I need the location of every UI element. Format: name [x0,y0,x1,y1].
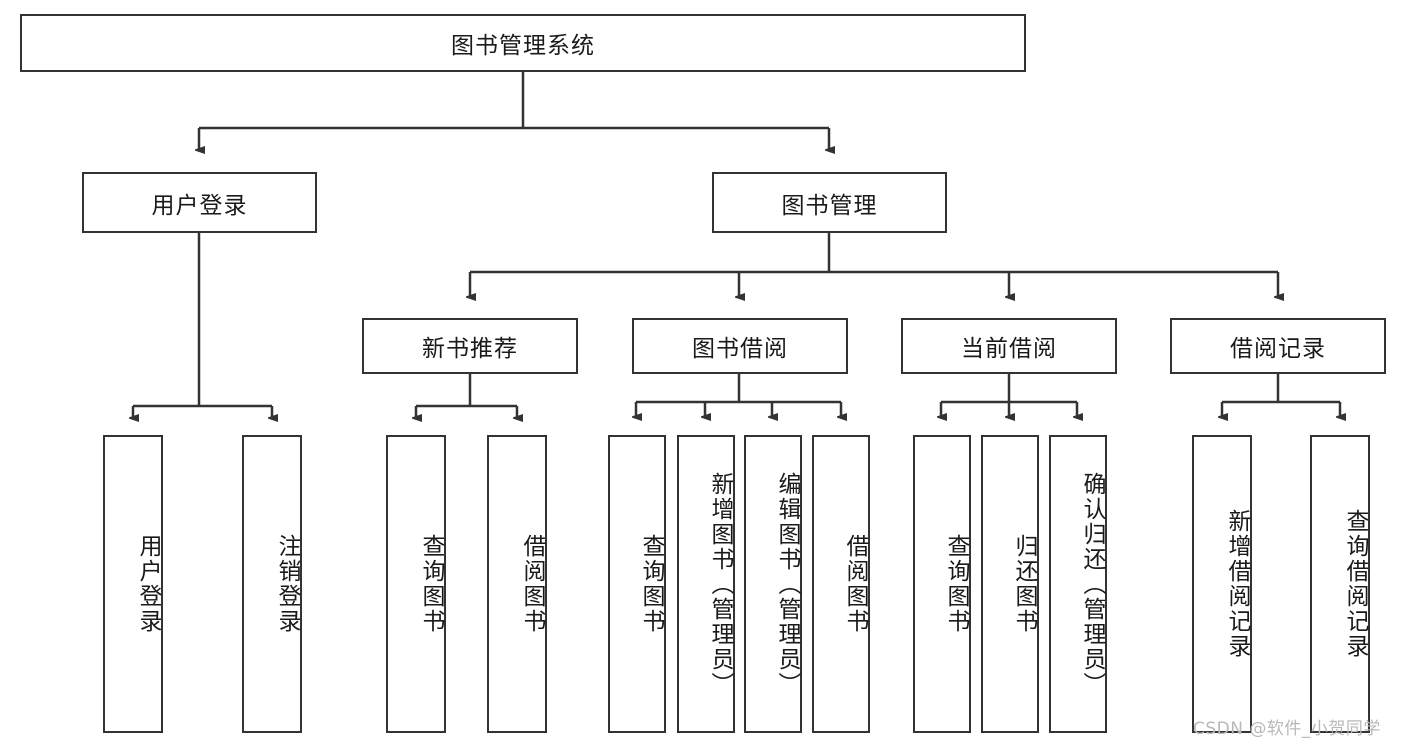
leaf-borrow-add-book-admin[interactable]: 新增图书（管理员） [677,435,735,733]
leaf-current-return-book[interactable]: 归还图书 [981,435,1039,733]
leaf-new-book-borrow[interactable]: 借阅图书 [487,435,547,733]
leaf-label: 确认归还（管理员） [1079,471,1105,697]
leaf-label: 编辑图书（管理员） [774,471,800,697]
leaf-borrow-query-book[interactable]: 查询图书 [608,435,666,733]
node-new-book-recommend-label: 新书推荐 [422,336,518,362]
node-current-borrow-label: 当前借阅 [961,336,1057,362]
node-new-book-recommend[interactable]: 新书推荐 [362,318,578,374]
node-book-borrow[interactable]: 图书借阅 [632,318,848,374]
leaf-label: 查询借阅记录 [1342,509,1368,659]
node-user-login[interactable]: 用户登录 [82,172,317,233]
node-user-login-label: 用户登录 [151,192,248,219]
leaf-user-login-logout[interactable]: 注销登录 [242,435,302,733]
leaf-label: 查询图书 [943,534,969,634]
node-book-borrow-label: 图书借阅 [692,336,788,362]
leaf-current-confirm-return-admin[interactable]: 确认归还（管理员） [1049,435,1107,733]
csdn-watermark: CSDN @软件_小贺同学 [1193,719,1381,739]
leaf-label: 查询图书 [638,534,664,634]
node-book-management[interactable]: 图书管理 [712,172,947,233]
leaf-label: 归还图书 [1011,534,1037,634]
leaf-user-login-login[interactable]: 用户登录 [103,435,163,733]
node-borrow-record[interactable]: 借阅记录 [1170,318,1386,374]
leaf-record-query-record[interactable]: 查询借阅记录 [1310,435,1370,733]
leaf-current-query-book[interactable]: 查询图书 [913,435,971,733]
leaf-label: 新增图书（管理员） [707,471,733,697]
leaf-new-book-query[interactable]: 查询图书 [386,435,446,733]
leaf-label: 用户登录 [135,534,161,634]
node-root-label: 图书管理系统 [451,33,595,59]
node-book-management-label: 图书管理 [781,192,878,219]
node-root-library-system[interactable]: 图书管理系统 [20,14,1026,72]
leaf-label: 新增借阅记录 [1224,509,1250,659]
leaf-label: 借阅图书 [842,534,868,634]
leaf-borrow-edit-book-admin[interactable]: 编辑图书（管理员） [744,435,802,733]
leaf-borrow-borrow-book[interactable]: 借阅图书 [812,435,870,733]
node-borrow-record-label: 借阅记录 [1230,336,1326,362]
leaf-record-add-record[interactable]: 新增借阅记录 [1192,435,1252,733]
leaf-label: 注销登录 [274,534,300,634]
leaf-label: 借阅图书 [519,534,545,634]
leaf-label: 查询图书 [418,534,444,634]
node-current-borrow[interactable]: 当前借阅 [901,318,1117,374]
